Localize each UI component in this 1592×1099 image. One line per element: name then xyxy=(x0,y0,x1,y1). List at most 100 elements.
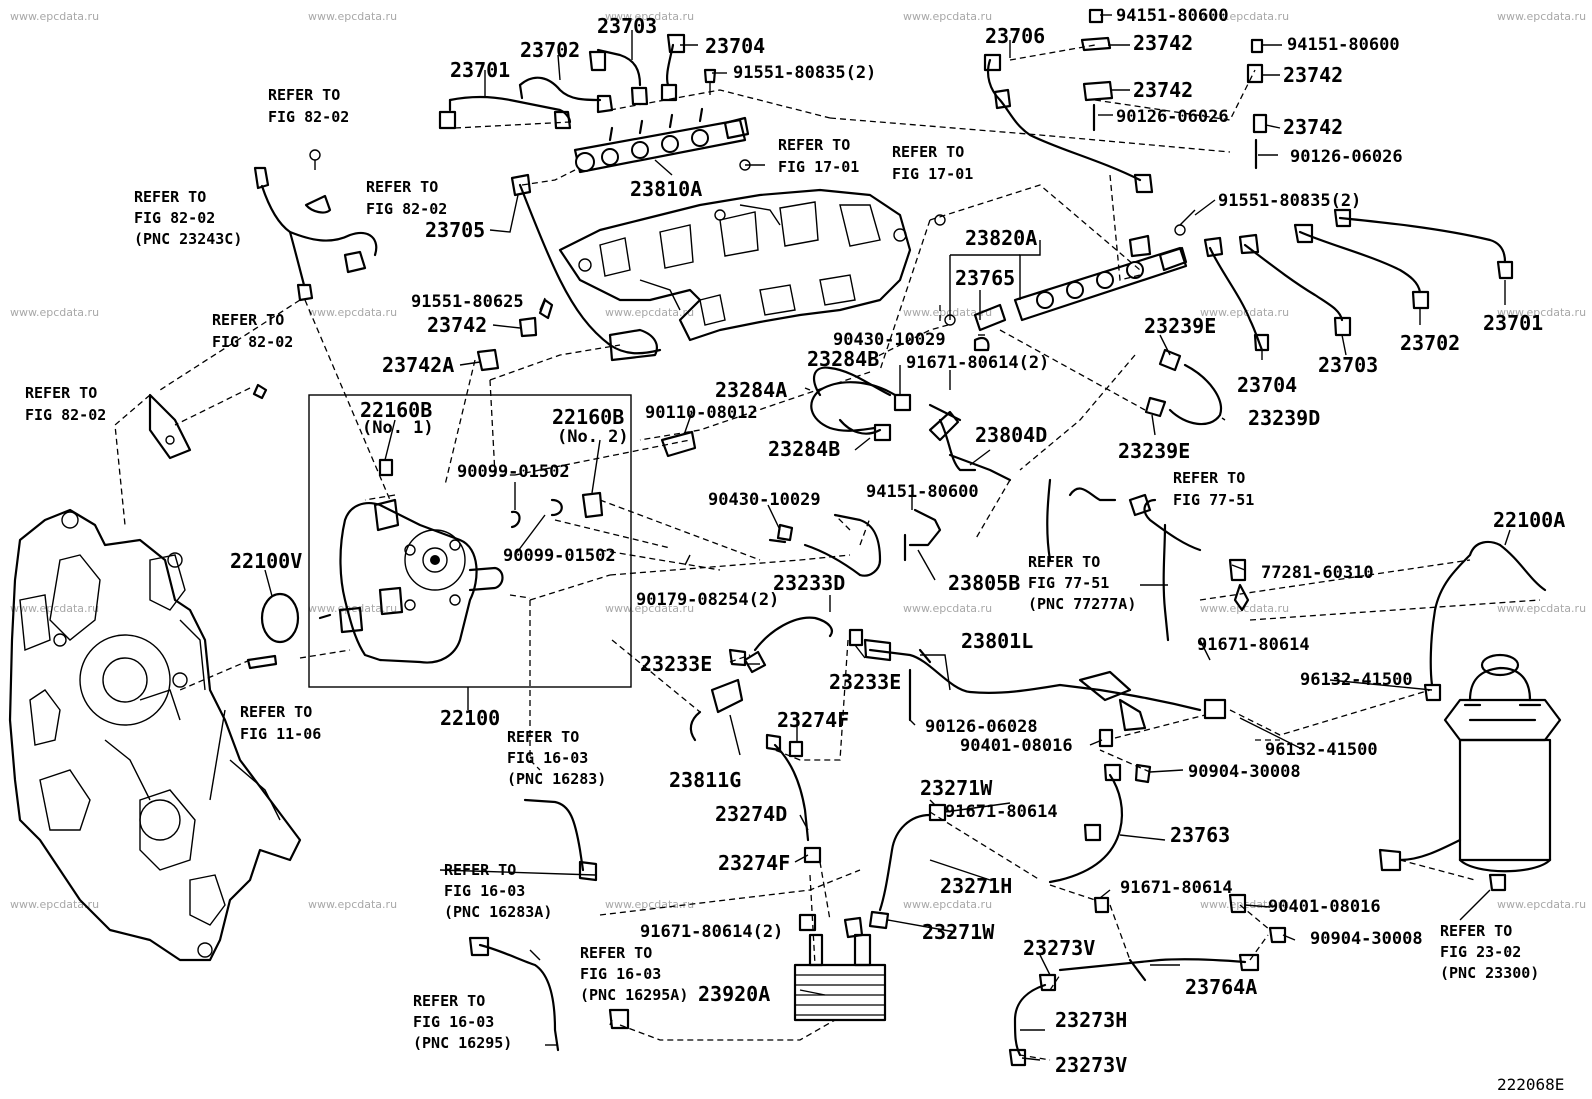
part-label: 91551-80835(2) xyxy=(733,63,876,83)
part-label: 23271H xyxy=(940,874,1012,898)
part-label: 23920A xyxy=(698,982,770,1006)
part-label: 23706 xyxy=(985,24,1045,48)
dashed-leaders xyxy=(114,44,1541,1061)
part-label: 91551-80625 xyxy=(411,292,524,312)
part-label: 23742A xyxy=(382,353,454,377)
clamps-top-right xyxy=(1080,8,1268,170)
part-label: 90099-01502 xyxy=(457,462,570,482)
part-label: 23273H xyxy=(1055,1008,1127,1032)
part-label: 90904-30008 xyxy=(1188,762,1301,782)
part-label: 23274F xyxy=(718,851,790,875)
fuel-cooler-23920A xyxy=(793,913,887,1022)
part-label: 23742 xyxy=(1133,78,1193,102)
watermark: www.epcdata.ru xyxy=(1200,10,1289,23)
watermark: www.epcdata.ru xyxy=(605,306,694,319)
refer-note: REFER TO FIG 16-03 (PNC 16283) xyxy=(507,728,606,788)
hose-77281 xyxy=(1046,478,1250,642)
watermark: www.epcdata.ru xyxy=(903,306,992,319)
drawings xyxy=(8,8,1562,1067)
part-label: 23705 xyxy=(425,218,485,242)
watermark: www.epcdata.ru xyxy=(605,898,694,911)
part-labels: 23703 23702 23704 23701 91551-80835(2) 2… xyxy=(230,6,1565,1077)
refer-note: REFER TO FIG 82-02 xyxy=(268,86,349,126)
part-label: 23271W xyxy=(922,920,995,944)
watermark: www.epcdata.ru xyxy=(903,602,992,615)
part-label: 23233E xyxy=(829,670,901,694)
fuel-filter-22100A xyxy=(1378,540,1562,892)
part-label: 23703 xyxy=(597,14,657,38)
part-label: 23239D xyxy=(1248,406,1320,430)
watermark: www.epcdata.ru xyxy=(605,602,694,615)
watermark: www.epcdata.ru xyxy=(1497,306,1586,319)
watermark: www.epcdata.ru xyxy=(903,898,992,911)
part-label: 23765 xyxy=(955,266,1015,290)
watermark: www.epcdata.ru xyxy=(308,898,397,911)
part-label: 91671-80614(2) xyxy=(906,353,1049,373)
hose-23233D xyxy=(728,616,864,674)
watermark: www.epcdata.ru xyxy=(308,10,397,23)
part-label: 23811G xyxy=(669,768,741,792)
refer-note: REFER TO FIG 11-06 xyxy=(240,703,321,743)
refer-note: REFER TO FIG 82-02 xyxy=(366,178,447,218)
watermark: www.epcdata.ru xyxy=(10,306,99,319)
pipe-23764A xyxy=(1058,893,1287,982)
bracket-upper-left xyxy=(148,383,268,460)
watermark: www.epcdata.ru xyxy=(10,898,99,911)
gasket-22100V xyxy=(246,592,300,670)
part-label: 90401-08016 xyxy=(960,736,1073,756)
part-label: 22100 xyxy=(440,706,500,730)
sensor-wire-harness xyxy=(253,149,378,302)
part-label: 90126-06028 xyxy=(925,717,1038,737)
common-rail-left xyxy=(573,107,751,174)
part-label: 23742 xyxy=(1133,31,1193,55)
part-label: 23239E xyxy=(1118,439,1190,463)
part-label: 22160B xyxy=(360,398,432,422)
fuel-pump-box xyxy=(308,394,697,688)
refer-note: REFER TO FIG 16-03 (PNC 16283A) xyxy=(444,861,552,921)
refer-note: REFER TO FIG 77-51 xyxy=(1173,469,1254,509)
watermark: www.epcdata.ru xyxy=(10,10,99,23)
watermark: www.epcdata.ru xyxy=(1200,602,1289,615)
watermark: www.epcdata.ru xyxy=(10,602,99,615)
part-label: 96132-41500 xyxy=(1300,670,1413,690)
part-label: 23763 xyxy=(1170,823,1230,847)
engine-timing-cover xyxy=(8,508,302,962)
watermark: www.epcdata.ru xyxy=(1497,10,1586,23)
part-label: 23239E xyxy=(1144,314,1216,338)
part-label: 23273V xyxy=(1023,936,1095,960)
pipe-23706 xyxy=(983,53,1154,194)
part-label: 23701 xyxy=(450,58,510,82)
hose-23239 xyxy=(1144,348,1223,426)
part-label: 23804D xyxy=(975,423,1047,447)
watermark: www.epcdata.ru xyxy=(1497,602,1586,615)
part-label: 23233E xyxy=(640,652,712,676)
part-label: 23801L xyxy=(961,629,1033,653)
elbow-23811G xyxy=(689,678,744,742)
part-label: 23274D xyxy=(715,802,787,826)
part-label: 91671-80614 xyxy=(1197,635,1310,655)
part-label: (No. 2) xyxy=(557,427,629,447)
part-label: 23742 xyxy=(1283,115,1343,139)
part-label: 23702 xyxy=(520,38,580,62)
part-label: 90179-08254(2) xyxy=(636,590,779,610)
part-label: 94151-80600 xyxy=(1116,6,1229,26)
part-label: 23701 xyxy=(1483,311,1543,335)
part-label: 23742 xyxy=(427,313,487,337)
refer-note: REFER TO FIG 77-51 (PNC 77277A) xyxy=(1028,553,1136,613)
part-label: 91671-80614(2) xyxy=(640,922,783,942)
watermark: www.epcdata.ru xyxy=(308,306,397,319)
part-label: 90430-10029 xyxy=(833,330,946,350)
watermark: www.epcdata.ru xyxy=(1497,898,1586,911)
part-label: 23284B xyxy=(807,347,879,371)
part-label: 23284A xyxy=(715,378,787,402)
part-label: (No. 1) xyxy=(362,418,434,438)
part-label: 23742 xyxy=(1283,63,1343,87)
part-label: 94151-80600 xyxy=(1287,35,1400,55)
part-label: 23820A xyxy=(965,226,1037,250)
part-label: 23704 xyxy=(1237,373,1297,397)
part-label: 23703 xyxy=(1318,353,1378,377)
part-label: 23810A xyxy=(630,177,702,201)
pipe-23705 xyxy=(476,173,662,372)
refer-note: REFER TO FIG 17-01 xyxy=(778,136,859,176)
